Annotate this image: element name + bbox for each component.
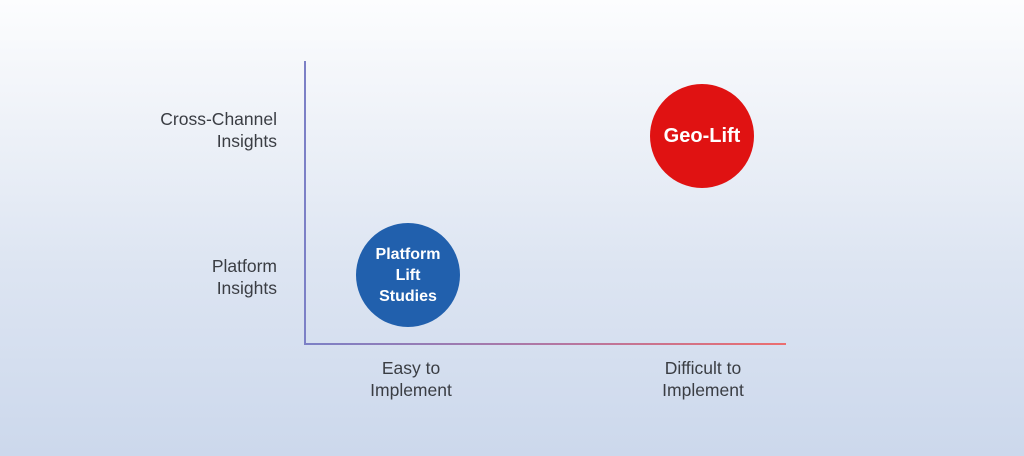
data-point-geo-lift: Geo-Lift	[650, 84, 754, 188]
data-point-platform-lift-studies: Platform Lift Studies	[356, 223, 460, 327]
y-tick-label-cross-channel-insights: Cross-Channel Insights	[160, 109, 277, 151]
y-tick-label-platform-insights: Platform Insights	[211, 256, 277, 298]
x-axis-line	[304, 343, 786, 345]
data-point-label: Geo-Lift	[663, 125, 741, 147]
data-point-label: Platform Lift Studies	[375, 245, 441, 305]
x-tick-label-difficult-to-implement: Difficult to Implement	[662, 358, 744, 400]
x-tick-label-easy-to-implement: Easy to Implement	[370, 358, 452, 400]
y-axis-line	[304, 61, 306, 345]
